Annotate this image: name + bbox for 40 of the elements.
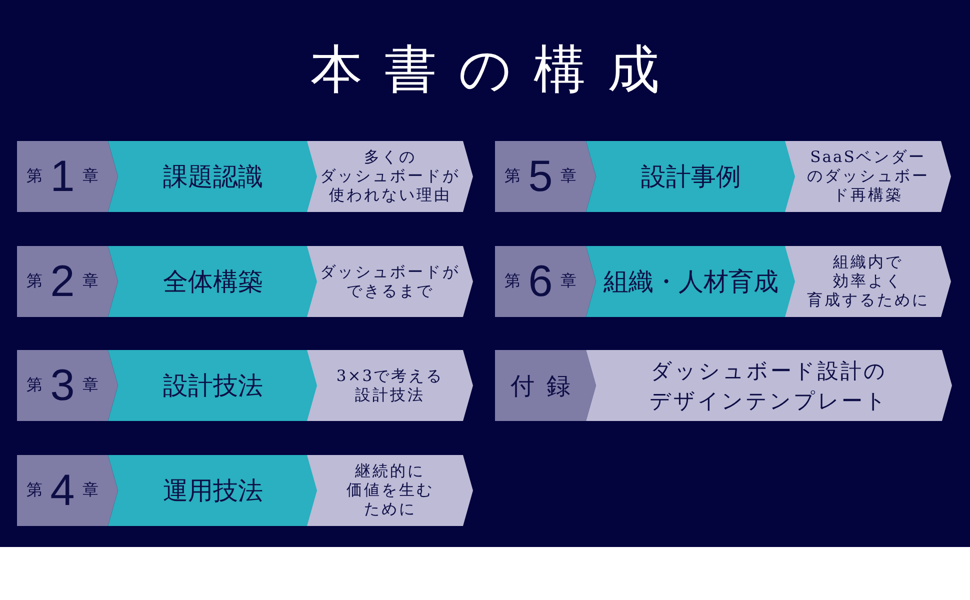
chapter-subtitle: 多くのダッシュボードが使われない理由 — [320, 148, 460, 205]
chapter-prefix: 第 — [504, 272, 520, 292]
chapter-suffix: 章 — [82, 480, 99, 501]
chapter-label — [495, 246, 596, 317]
appendix-heading: 付録 — [510, 372, 582, 402]
chapter-title: 全体構築 — [163, 266, 263, 298]
chapter-subtitle: ダッシュボード設計のデザインテンプレート — [650, 358, 888, 414]
chapter-number: 3 — [50, 360, 75, 410]
chapter-subtitle: 継続的に価値を生むために — [346, 462, 434, 519]
chapter-label — [17, 350, 118, 421]
chapter-subtitle: 3×3で考える設計技法 — [336, 366, 444, 404]
chapter-number: 4 — [50, 466, 75, 516]
chapter-suffix: 章 — [82, 272, 99, 292]
chapter-label — [17, 246, 118, 317]
chapter-number: 5 — [528, 152, 553, 202]
chapter-suffix: 章 — [560, 166, 577, 187]
chapter-title: 課題認識 — [163, 161, 263, 193]
chapter-number: 1 — [50, 152, 75, 202]
chapter-suffix: 章 — [82, 376, 99, 396]
chapter-title: 運用技法 — [163, 475, 263, 507]
chapter-number: 2 — [50, 256, 75, 306]
chapter-subtitle: ダッシュボードができるまで — [320, 262, 460, 300]
chapter-label — [17, 455, 118, 526]
chapter-title: 組織・人材育成 — [604, 266, 778, 298]
chapter-suffix: 章 — [560, 272, 577, 292]
chapter-label — [17, 141, 118, 212]
chapter-prefix: 第 — [26, 376, 42, 396]
chapter-prefix: 第 — [26, 272, 42, 292]
title: 本書の構成 — [310, 39, 682, 102]
chapter-title: 設計技法 — [163, 370, 263, 402]
chapter-title: 設計事例 — [641, 161, 741, 193]
chapter-prefix: 第 — [26, 167, 42, 187]
chapter-subtitle: 組織内で効率よく育成するために — [806, 253, 930, 310]
chapter-subtitle: SaaSベンダーのダッシュボード再構築 — [806, 148, 930, 205]
appendix-label — [495, 350, 596, 421]
chapter-label — [495, 141, 596, 212]
chapter-prefix: 第 — [504, 167, 520, 187]
chapter-suffix: 章 — [82, 166, 99, 187]
chapter-prefix: 第 — [26, 481, 42, 501]
chapter-number: 6 — [528, 256, 553, 306]
